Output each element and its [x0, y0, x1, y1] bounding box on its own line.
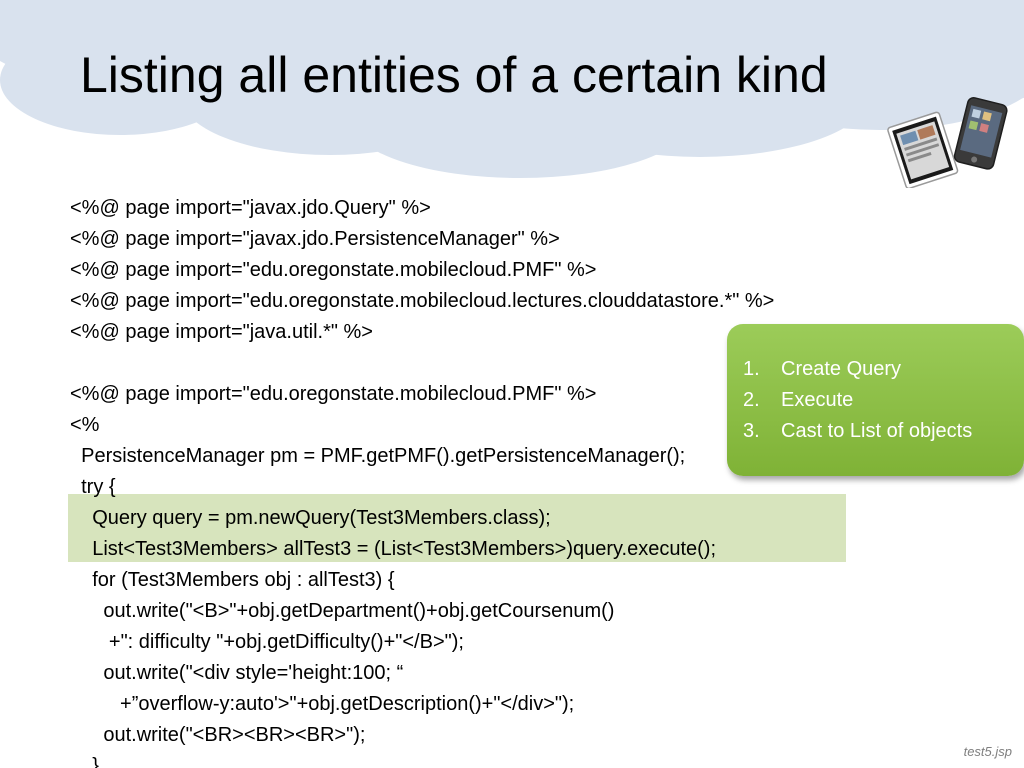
- code-line: <%: [70, 414, 100, 436]
- code-line: <%@ page import="javax.jdo.Query" %>: [70, 197, 431, 219]
- code-line: PersistenceManager pm = PMF.getPMF().get…: [70, 445, 686, 467]
- code-line: try {: [70, 476, 116, 498]
- code-highlight-box: [68, 494, 846, 562]
- code-line: out.write("<div style='height:100; “: [70, 662, 404, 684]
- code-line: +”overflow-y:auto'>"+obj.getDescription(…: [70, 693, 575, 715]
- callout-item: 3. Cast to List of objects: [727, 416, 1024, 447]
- code-line: for (Test3Members obj : allTest3) {: [70, 569, 395, 591]
- slide-title: Listing all entities of a certain kind: [80, 47, 828, 103]
- callout-item-text: Execute: [781, 389, 854, 411]
- footer-filename: test5.jsp: [963, 744, 1012, 759]
- mobile-devices-icon: [887, 96, 1008, 188]
- code-line: }: [70, 755, 99, 768]
- callout-item-text: Create Query: [781, 358, 902, 380]
- callout-item: 1. Create Query: [727, 354, 1024, 385]
- steps-callout: 1. Create Query 2. Execute 3. Cast to Li…: [727, 324, 1024, 476]
- code-line: +": difficulty "+obj.getDifficulty()+"</…: [70, 631, 464, 653]
- code-line: out.write("<BR><BR><BR>");: [70, 724, 366, 746]
- code-line: Query query = pm.newQuery(Test3Members.c…: [70, 507, 551, 529]
- code-line: <%@ page import="javax.jdo.PersistenceMa…: [70, 228, 560, 250]
- code-line: <%@ page import="edu.oregonstate.mobilec…: [70, 259, 597, 281]
- callout-item-number: 1.: [743, 358, 760, 380]
- code-line: out.write("<B>"+obj.getDepartment()+obj.…: [70, 600, 615, 622]
- callout-item-text: Cast to List of objects: [781, 420, 973, 442]
- callout-item: 2. Execute: [727, 385, 1024, 416]
- code-block: <%@ page import="javax.jdo.Query" %> <%@…: [70, 193, 1020, 768]
- code-line: <%@ page import="java.util.*" %>: [70, 321, 373, 343]
- code-line: <%@ page import="edu.oregonstate.mobilec…: [70, 383, 597, 405]
- title-cloud-background: [0, 0, 1024, 178]
- code-line: <%@ page import="edu.oregonstate.mobilec…: [70, 290, 775, 312]
- callout-item-number: 2.: [743, 389, 760, 411]
- code-line: List<Test3Members> allTest3 = (List<Test…: [70, 538, 717, 560]
- callout-item-number: 3.: [743, 420, 760, 442]
